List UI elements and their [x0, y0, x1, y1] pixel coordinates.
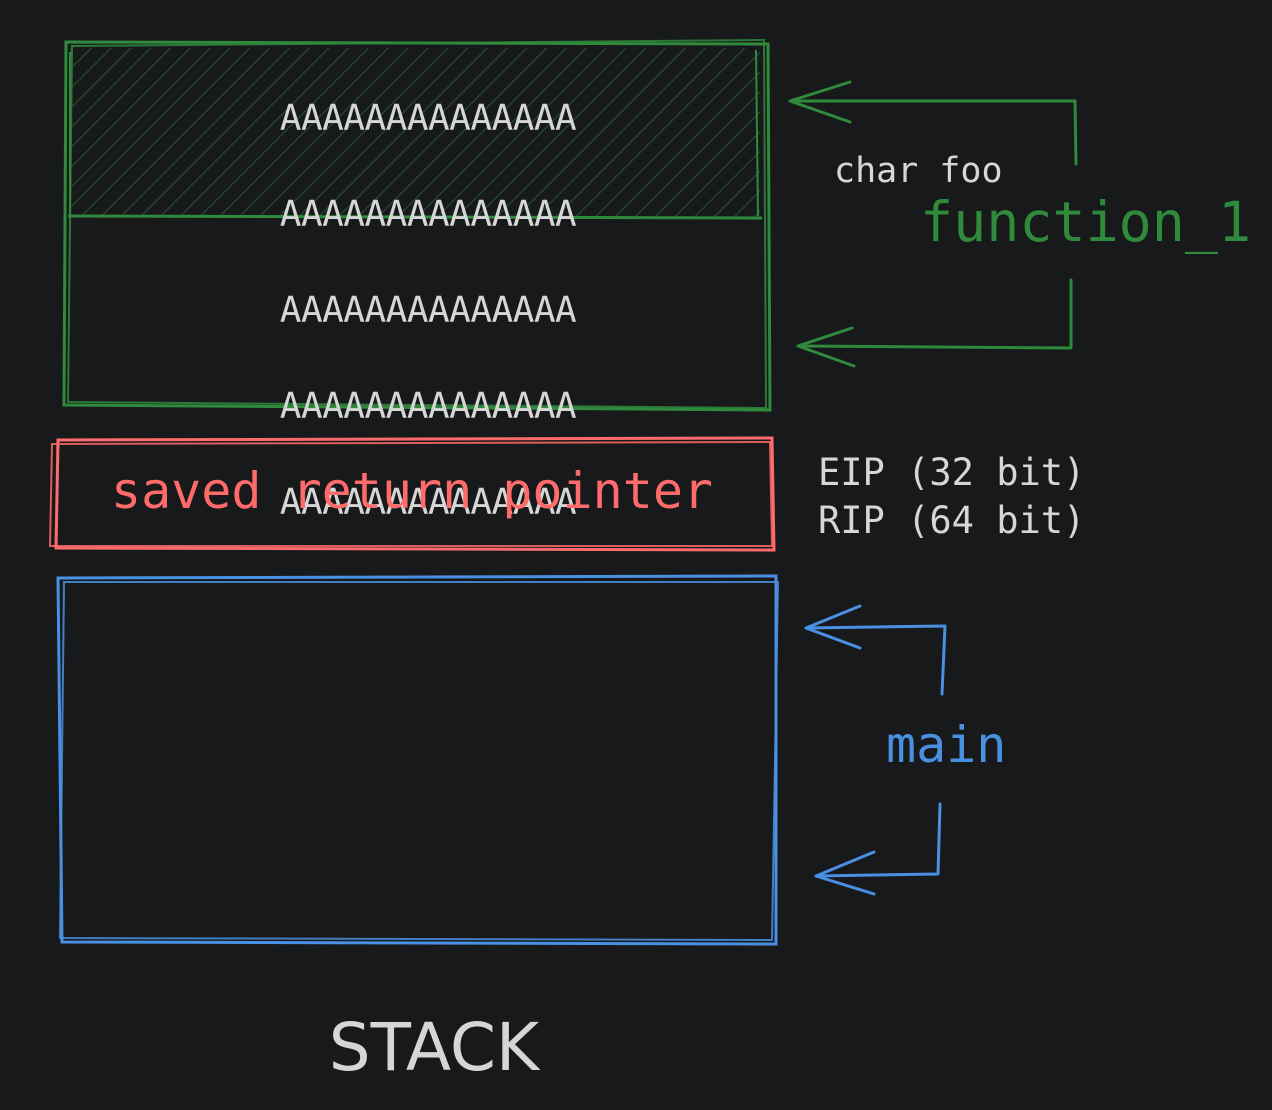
char-buffer-region: [70, 48, 760, 218]
buffer-divider: [67, 214, 763, 220]
saved-pointer-box: [48, 436, 776, 552]
overflow-row: AAAAAAAAAAAAAA: [280, 482, 577, 523]
main-top-arrow: [804, 624, 947, 696]
arrow-head-icon: [804, 604, 862, 650]
arrow-head-icon: [796, 326, 856, 368]
main-frame: [56, 574, 780, 946]
arrow-head-icon: [788, 80, 852, 124]
function-bottom-arrow: [796, 278, 1073, 350]
function-bracket: [788, 80, 1078, 368]
overflow-row: AAAAAAAAAAAAAA: [280, 290, 577, 331]
buffer-label: char foo: [834, 151, 1003, 191]
overflow-row: AAAAAAAAAAAAAA: [280, 194, 577, 235]
function-frame: [62, 38, 772, 412]
stack-caption: STACK: [329, 1009, 541, 1086]
overflow-row: AAAAAAAAAAAAAA: [280, 98, 577, 139]
function-top-arrow: [788, 99, 1078, 166]
main-bottom-arrow: [814, 802, 942, 878]
main-bracket: [804, 604, 947, 896]
function-label: function_1: [920, 190, 1251, 254]
eip-label: EIP (32 bit): [818, 451, 1085, 494]
overflow-row: AAAAAAAAAAAAAA: [280, 386, 577, 427]
saved-pointer-label: saved return pointer: [111, 462, 713, 520]
rip-label: RIP (64 bit): [818, 499, 1085, 542]
main-label: main: [886, 716, 1006, 774]
function-frame-outline: [62, 40, 772, 412]
arrow-head-icon: [814, 850, 876, 896]
